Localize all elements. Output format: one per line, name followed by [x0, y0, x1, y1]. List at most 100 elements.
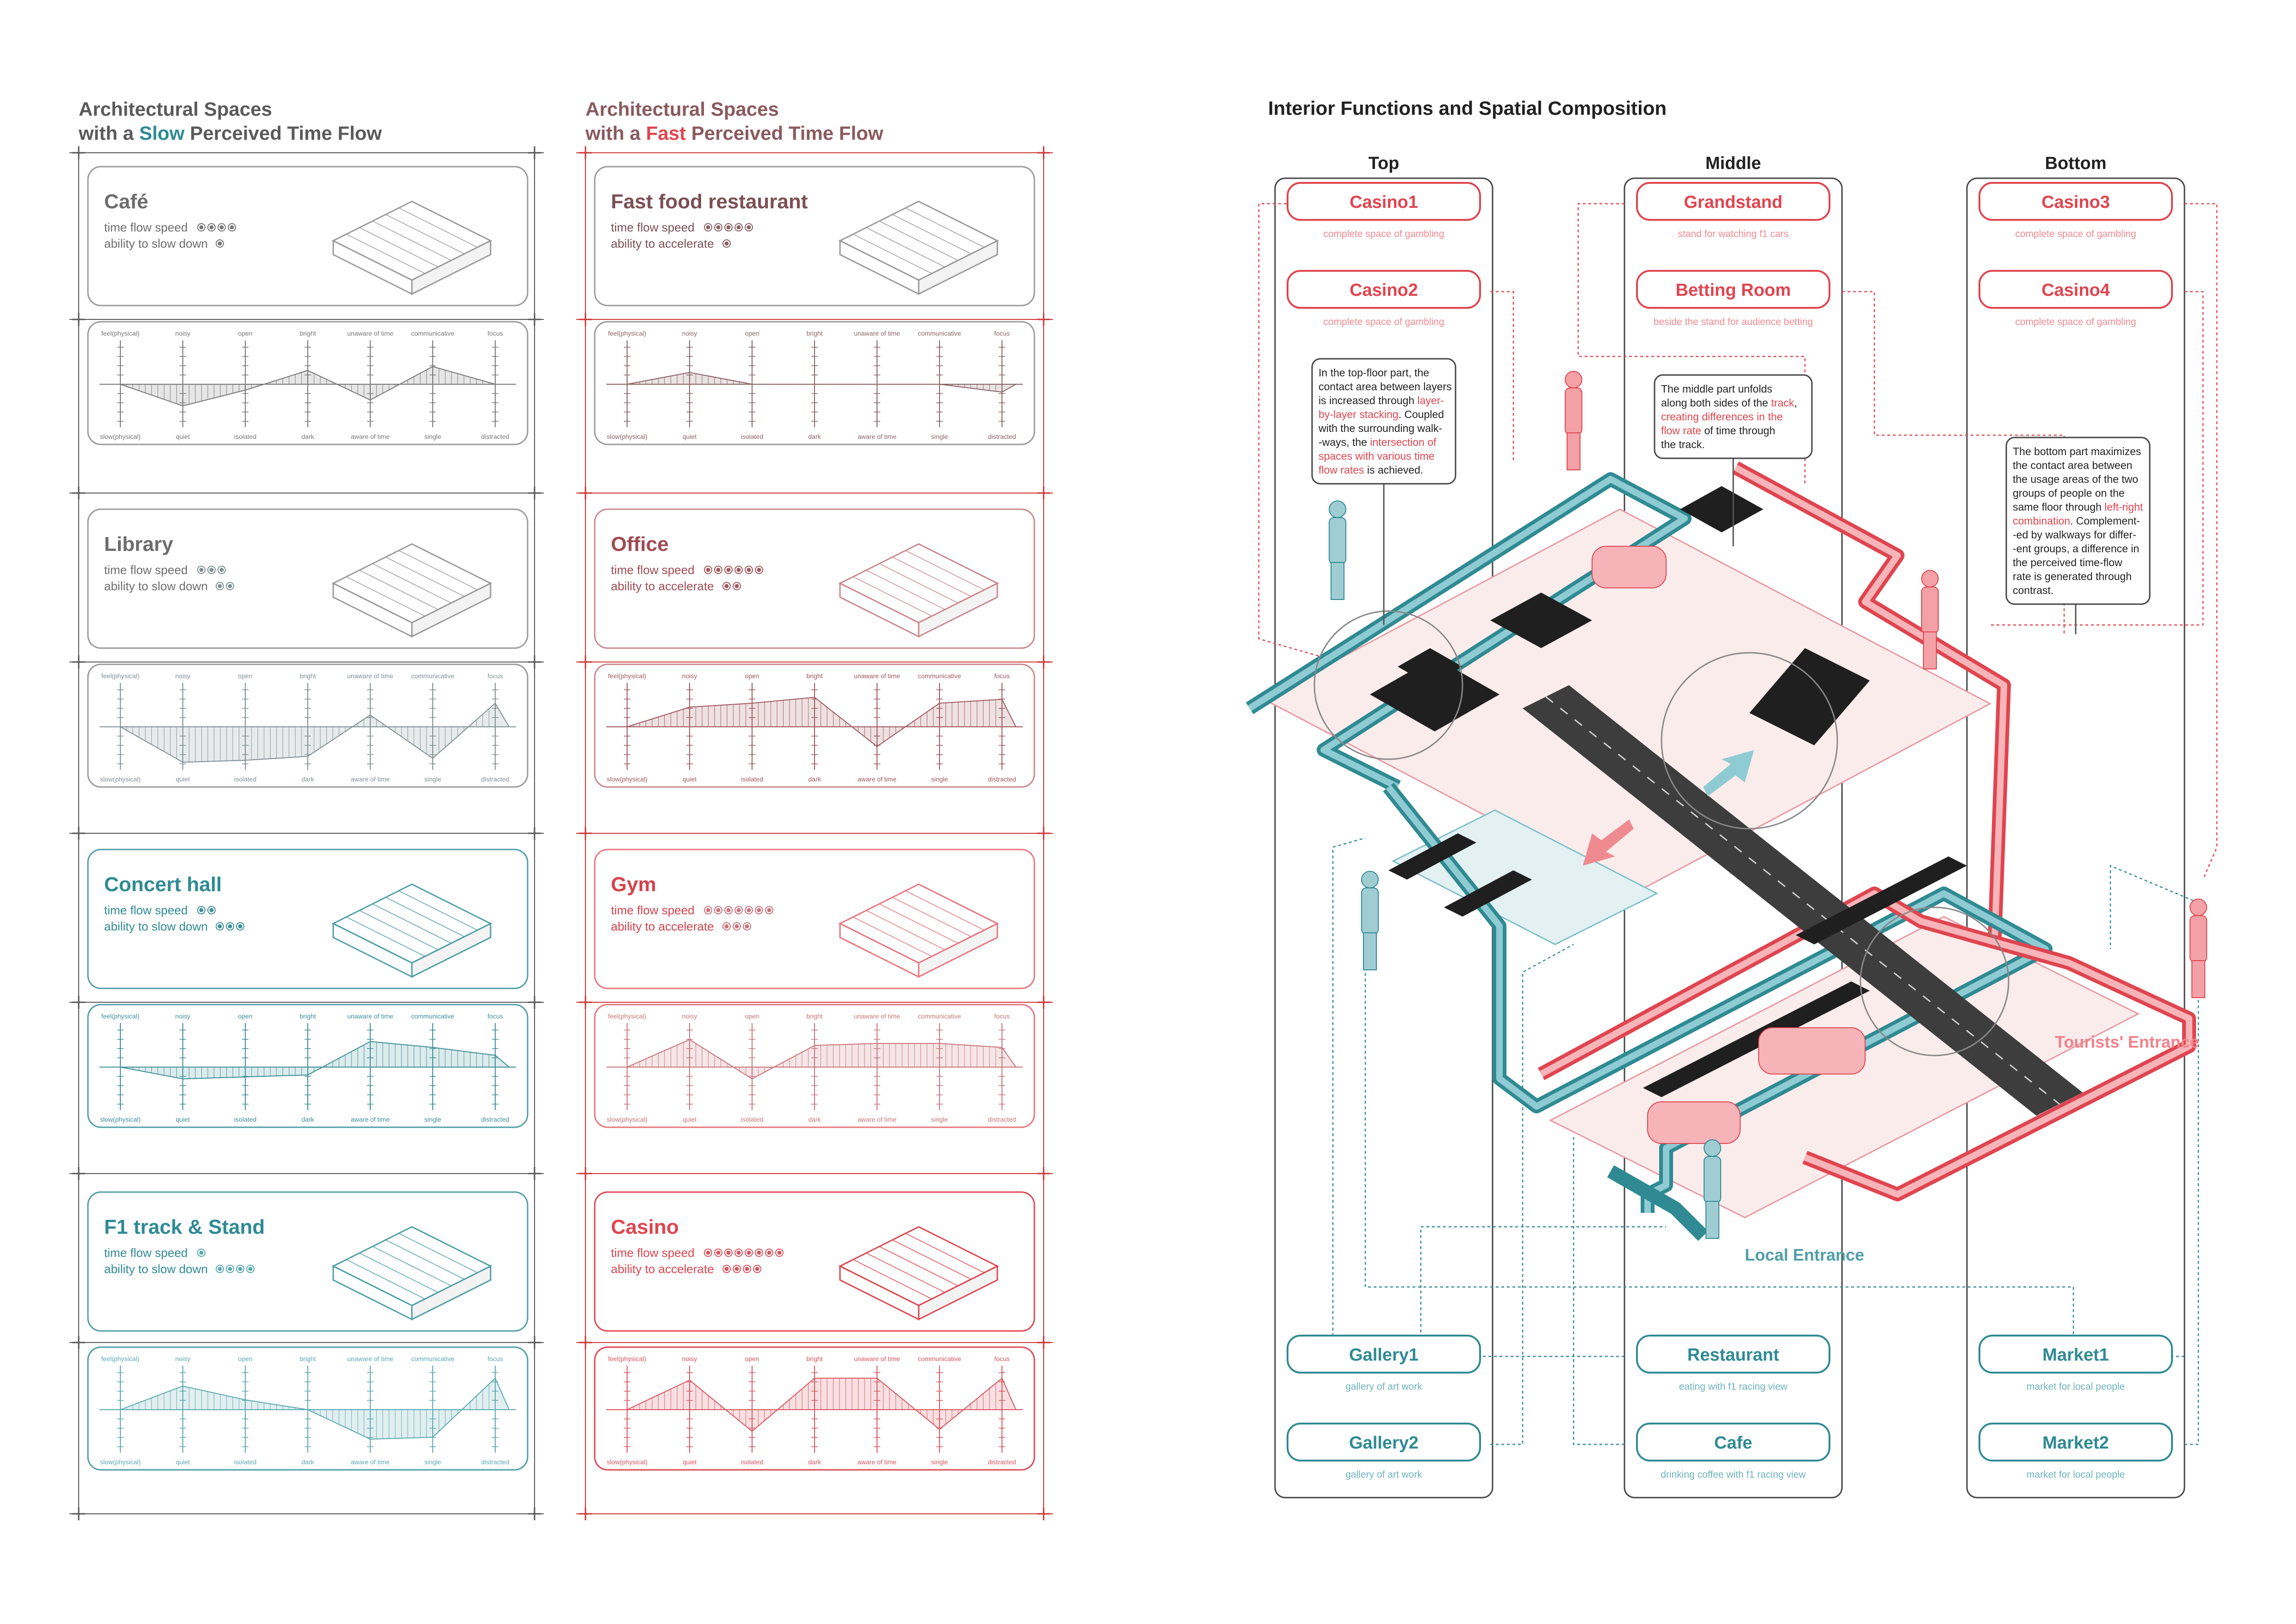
ability-dot-core: [218, 1267, 222, 1271]
note-line: -ways, the intersection of: [1319, 436, 1437, 448]
iso-hatch: [372, 220, 452, 261]
note-seg: groups of people on the: [2013, 487, 2125, 499]
axis-bottom-label: slow(physical): [607, 1458, 647, 1466]
function-name: Betting Room: [1675, 281, 1791, 300]
ability-dot-core: [734, 924, 739, 929]
speed-label: time flow speed: [104, 1246, 188, 1260]
axis-bottom-label: slow(physical): [607, 433, 647, 440]
axis-top-label: open: [745, 330, 759, 337]
note-line: -ed by walkways for differ-: [2013, 529, 2136, 541]
note-seg: by-layer stacking: [1319, 408, 1399, 420]
iso-hatch: [852, 917, 932, 957]
speed-dot-core: [747, 1250, 751, 1255]
ability-label: ability to slow down: [104, 579, 208, 593]
slow-title-line2: with a Slow Perceived Time Flow: [78, 122, 382, 144]
function-tag: [1636, 1423, 1830, 1462]
axis-bottom-label: aware of time: [351, 1458, 390, 1466]
note-line: -ent groups, a difference in: [2013, 543, 2139, 555]
iso-hatch: [905, 1233, 985, 1273]
ability-dot-core: [724, 241, 729, 246]
speed-label: time flow speed: [611, 1246, 695, 1260]
ability-dot-core: [218, 924, 222, 929]
note-line: In the top-floor part, the: [1319, 367, 1429, 379]
note-seg: flow rates: [1319, 464, 1364, 476]
axis-bottom-label: distracted: [988, 433, 1016, 440]
space-name: F1 track & Stand: [104, 1216, 265, 1238]
axis-bottom-label: quiet: [683, 1116, 697, 1123]
ability-label: ability to slow down: [104, 237, 208, 250]
function-desc: eating with f1 racing view: [1679, 1381, 1788, 1392]
iso-hatch: [852, 576, 932, 617]
speed-dot-core: [199, 1250, 204, 1255]
people: [1329, 371, 2207, 1239]
function-desc: market for local people: [2027, 1469, 2125, 1480]
speed-dot-core: [716, 1250, 721, 1255]
function-name: Grandstand: [1684, 193, 1782, 212]
iso-hatch: [892, 556, 971, 597]
axis-top-label: open: [238, 672, 252, 680]
iso-hatch: [385, 897, 465, 937]
axis-top-label: focus: [994, 1012, 1009, 1020]
axis-top-label: communicative: [918, 330, 961, 337]
speed-dot-core: [747, 908, 751, 912]
connector-line: [1490, 943, 1574, 1445]
axis-top-label: focus: [994, 330, 1009, 337]
isometric-building: [1245, 371, 2207, 1241]
axis-top-label: noisy: [175, 1012, 191, 1020]
iso-hatch: [385, 1239, 465, 1280]
axis-top-label: unaware of time: [347, 330, 393, 337]
axis-bottom-label: aware of time: [858, 1116, 896, 1123]
ability-dot-core: [228, 584, 232, 588]
function-name: Gallery2: [1349, 1433, 1419, 1453]
iso-hatch: [866, 227, 946, 268]
iso-hatch: [398, 207, 478, 248]
tourists-entrance-label: Tourists' Entrance: [2055, 1032, 2199, 1051]
speed-dot-core: [726, 225, 731, 230]
speed-dot-core: [736, 568, 741, 572]
iso-hatch: [372, 563, 452, 604]
speed-dot-core: [726, 1250, 731, 1255]
axis-bottom-label: distracted: [481, 1458, 510, 1466]
space-name: Gym: [611, 873, 656, 896]
connector-line: [1287, 837, 1366, 1357]
axis-top-label: open: [238, 330, 252, 337]
axis-bottom-label: isolated: [741, 1116, 763, 1123]
function-tag: [1636, 270, 1830, 309]
note-line: along both sides of the track,: [1661, 397, 1797, 409]
axis-top-label: focus: [487, 1355, 503, 1362]
note-seg: contrast.: [2013, 584, 2053, 596]
ability-dot-core: [755, 1267, 759, 1271]
axis-bottom-label: single: [424, 433, 442, 440]
fast-title: Architectural Spaces with a Fast Perceiv…: [585, 98, 884, 144]
axis-bottom-label: distracted: [481, 433, 510, 440]
axis-top-label: bright: [299, 672, 316, 680]
speed-dot-core: [726, 568, 731, 572]
connector-line: [1420, 1226, 1666, 1357]
iso-hatch: [905, 550, 985, 590]
iso-hatch: [866, 1252, 946, 1293]
axis-top-label: noisy: [175, 672, 191, 680]
axis-top-label: feel(physical): [608, 330, 646, 337]
axis-bottom-label: dark: [808, 775, 821, 783]
iso-hatch: [346, 234, 425, 274]
fast-title-line2: with a Fast Perceived Time Flow: [585, 122, 884, 144]
function-desc: market for local people: [2027, 1381, 2125, 1392]
iso-hatch: [866, 910, 946, 950]
iso-hatch: [346, 1259, 425, 1299]
axis-bottom-label: dark: [301, 1116, 314, 1123]
ability-label: ability to accelerate: [611, 1262, 714, 1276]
function-tag: [1287, 1335, 1481, 1374]
axis-top-label: feel(physical): [608, 1012, 646, 1020]
axis-bottom-label: single: [931, 1458, 948, 1466]
note-line: the perceived time-flow: [2013, 556, 2122, 568]
